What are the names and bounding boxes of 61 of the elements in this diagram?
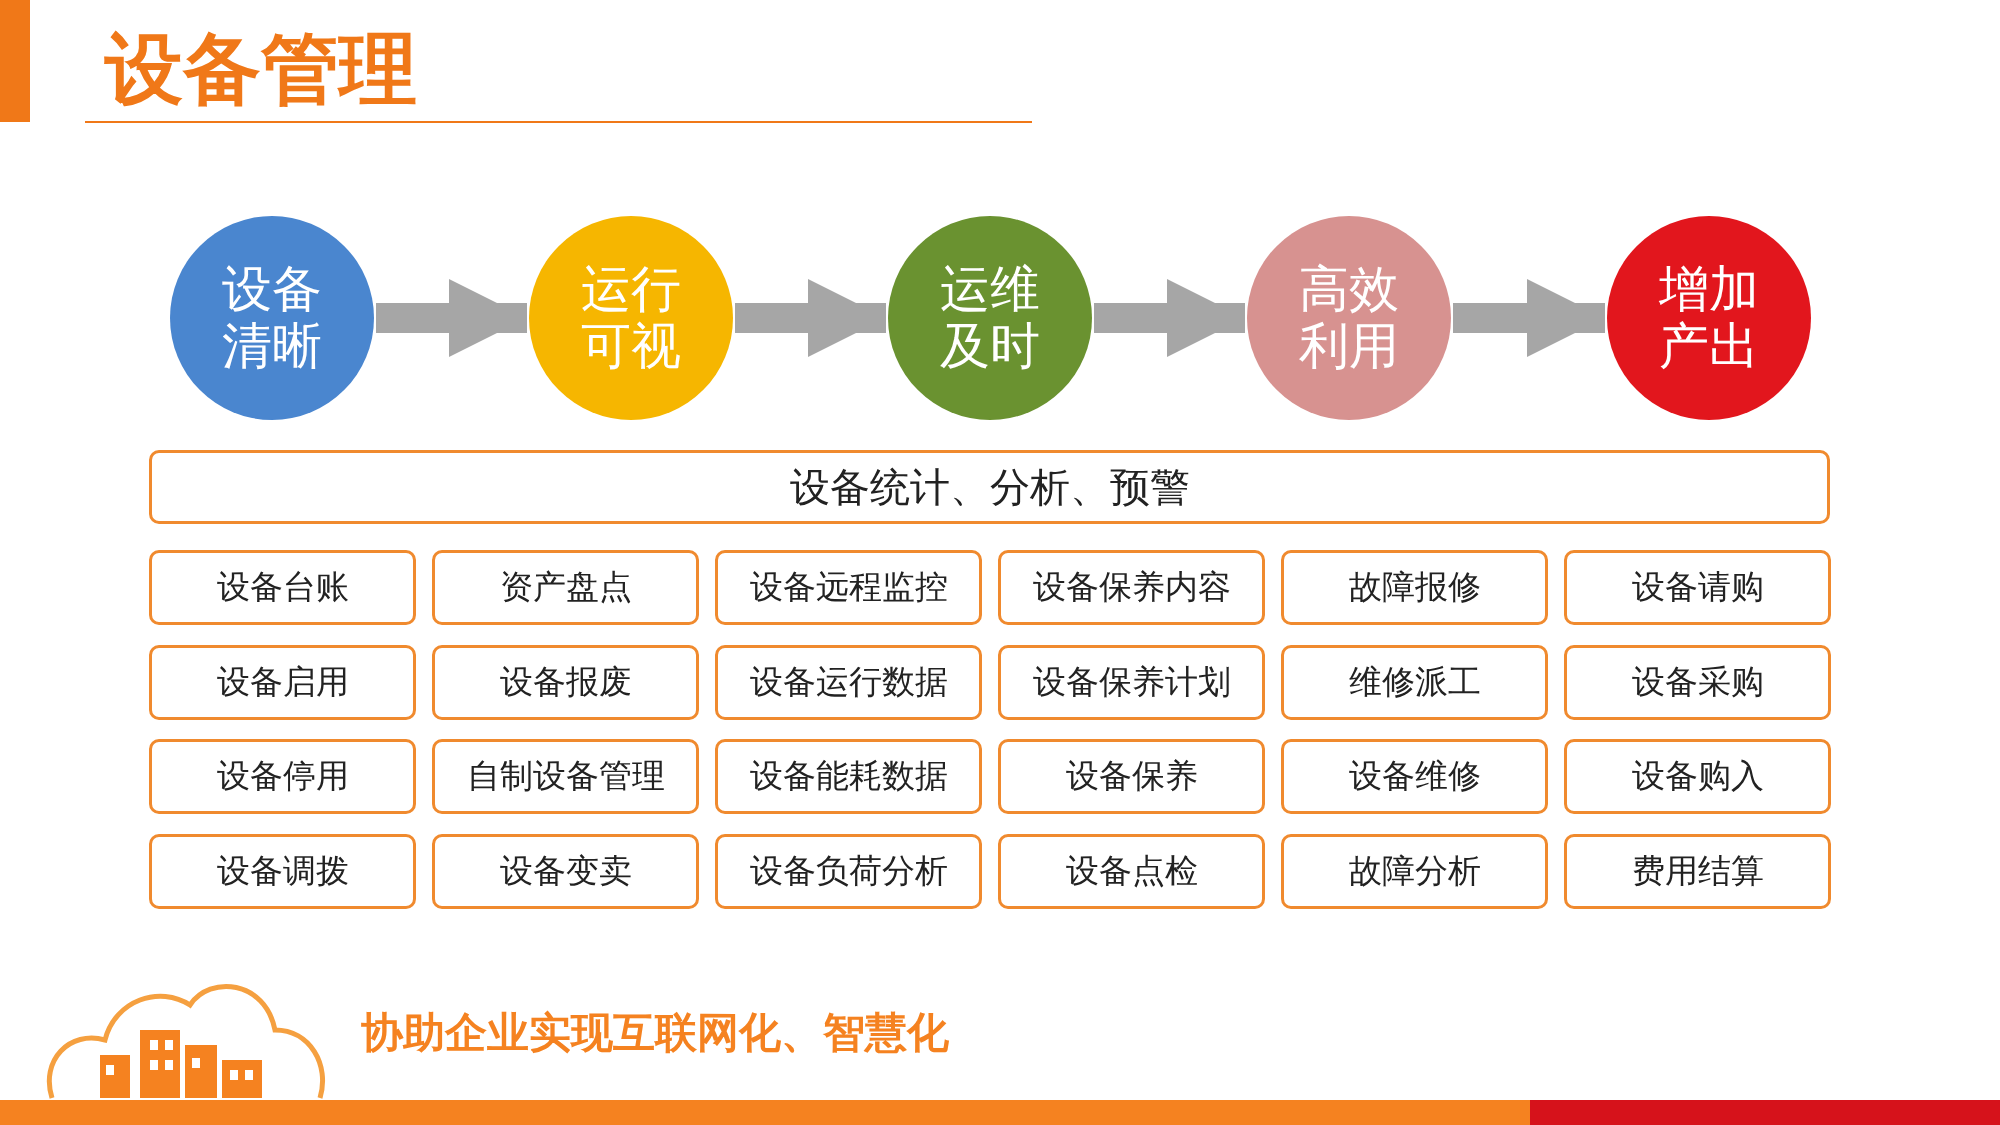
function-box xyxy=(432,739,699,814)
slide-title: 设备管理 xyxy=(105,23,417,116)
summary-banner xyxy=(149,450,1830,524)
node-label: 设备变卖 xyxy=(499,849,632,892)
function-box xyxy=(149,644,416,720)
node-label: 设备保养 xyxy=(1065,755,1198,797)
node-label: 运行可视 xyxy=(580,260,682,376)
function-box xyxy=(149,550,416,625)
function-box xyxy=(1281,833,1548,909)
node-label: 设备采购 xyxy=(1631,660,1764,703)
function-box xyxy=(1564,833,1831,909)
function-box xyxy=(1564,644,1831,720)
function-box xyxy=(715,833,982,909)
flow-arrow xyxy=(1094,279,1245,357)
flow-arrow xyxy=(1453,279,1605,357)
node-label: 设备保养内容 xyxy=(1032,566,1231,608)
node-label: 资产盘点 xyxy=(499,566,632,608)
function-box xyxy=(1564,739,1831,814)
node-label: 设备调拨 xyxy=(216,849,349,892)
node-label: 增加产出 xyxy=(1658,260,1760,376)
function-box xyxy=(149,833,416,909)
function-box xyxy=(432,644,699,720)
node-label: 运维及时 xyxy=(939,260,1041,376)
slogan: 协助企业实现互联网化、智慧化 xyxy=(361,1007,949,1059)
node-label: 设备台账 xyxy=(216,566,349,608)
node-label: 设备停用 xyxy=(216,755,349,797)
function-box xyxy=(432,550,699,625)
function-box xyxy=(998,644,1265,720)
node-label: 维修派工 xyxy=(1348,660,1481,703)
node-label: 设备运行数据 xyxy=(749,660,948,703)
function-box xyxy=(1281,550,1548,625)
function-box xyxy=(432,833,699,909)
function-box xyxy=(998,739,1265,814)
node-label: 设备启用 xyxy=(216,660,349,703)
node-label: 费用结算 xyxy=(1631,849,1764,892)
node-label: 设备能耗数据 xyxy=(749,755,948,797)
function-box xyxy=(1564,550,1831,625)
node-label: 设备购入 xyxy=(1631,755,1764,797)
function-box xyxy=(715,550,982,625)
node-label: 设备远程监控 xyxy=(749,566,948,608)
function-box xyxy=(715,739,982,814)
node-label: 设备保养计划 xyxy=(1032,660,1231,703)
node-label: 自制设备管理 xyxy=(466,755,665,797)
node-label: 设备统计、分析、预警 xyxy=(789,462,1190,512)
function-box xyxy=(1281,739,1548,814)
node-label: 故障分析 xyxy=(1348,849,1481,892)
node-label: 设备负荷分析 xyxy=(749,849,948,892)
flow-arrow xyxy=(735,279,886,357)
node-label: 设备清晰 xyxy=(221,260,323,376)
node-label: 故障报修 xyxy=(1348,566,1481,608)
node-label: 设备请购 xyxy=(1631,566,1764,608)
node-label: 设备报废 xyxy=(499,660,632,703)
function-box xyxy=(715,644,982,720)
function-box xyxy=(1281,644,1548,720)
node-label: 高效利用 xyxy=(1298,260,1400,376)
flow-arrow xyxy=(376,279,527,357)
node-label: 设备维修 xyxy=(1348,755,1481,797)
function-box xyxy=(998,833,1265,909)
function-box xyxy=(149,739,416,814)
function-box xyxy=(998,550,1265,625)
node-label: 设备点检 xyxy=(1065,849,1198,892)
